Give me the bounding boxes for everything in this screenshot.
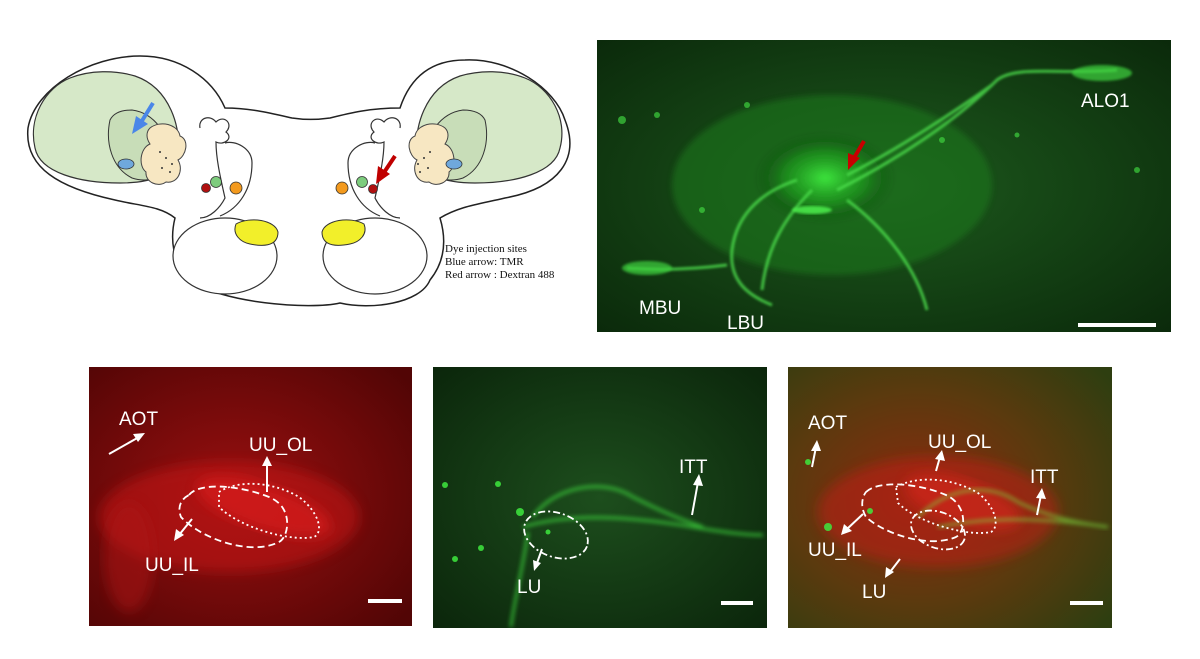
top-red-arrow [848,139,866,170]
green-label-itt: ITT [679,457,708,478]
merge-label-uu-ol: UU_OL [928,432,992,453]
left-mid-structure [219,141,253,217]
brain-schematic-svg [27,55,571,307]
red-channel-panel: AOT UU_OL UU_IL [89,367,412,626]
label-lbu: LBU [727,313,764,332]
top-fluorescence-svg [597,40,1171,332]
blue-arrow [132,101,155,134]
left-green-dot [210,176,222,188]
left-orange-dot [229,181,243,195]
left-red-dot [201,183,211,193]
green-label-lu: LU [517,577,542,598]
merge-scale-bar [1070,601,1103,605]
red-channel-svg [89,367,412,626]
left-blue-ellipse [117,158,135,170]
merge-panel: AOT UU_OL ITT UU_IL LU [788,367,1112,628]
left-yellow-bulb [234,219,279,246]
green-channel-panel: ITT LU [433,367,767,628]
legend-red: Red arrow : Dextran 488 [445,269,555,281]
green-scale-bar [721,601,753,605]
injection-legend: Dye injection sites Blue arrow: TMR Red … [445,243,554,282]
merge-label-uu-il: UU_IL [808,540,862,561]
merge-svg [788,367,1112,628]
red-scale-bar [368,599,402,603]
right-central-tract [370,117,401,219]
brain-outline [27,55,571,307]
legend-title: Dye injection sites [445,243,527,255]
label-mbu: MBU [639,298,682,319]
right-calyx [408,123,455,185]
merge-label-lu: LU [862,582,887,603]
calyx-dots [159,151,431,173]
right-mid-structure [347,141,381,217]
red-label-aot: AOT [119,409,159,430]
right-red-dot [368,184,378,194]
top-scale-bar [1078,323,1156,327]
legend-blue: Blue arrow: TMR [445,256,524,268]
red-aot-arrow [108,433,145,455]
green-channel-svg [433,367,767,628]
label-alo1: ALO1 [1081,91,1130,112]
green-lu-arrow [533,548,543,571]
merge-label-itt: ITT [1030,467,1059,488]
red-label-uu-il: UU_IL [145,555,199,576]
right-blue-ellipse [445,158,463,170]
red-uuol-arrow [262,456,272,492]
left-calyx [140,123,187,185]
brain-schematic [20,48,580,318]
green-itt-arrow [691,474,703,516]
right-orange-dot [335,181,349,195]
right-yellow-bulb [321,219,366,246]
red-arrow [376,154,397,184]
merge-label-aot: AOT [808,413,848,434]
left-central-tract [199,117,230,219]
right-green-dot [356,176,368,188]
red-uuil-arrow [174,518,193,541]
top-fluorescence-image: ALO1 MBU LBU [597,40,1171,332]
red-label-uu-ol: UU_OL [249,435,313,456]
